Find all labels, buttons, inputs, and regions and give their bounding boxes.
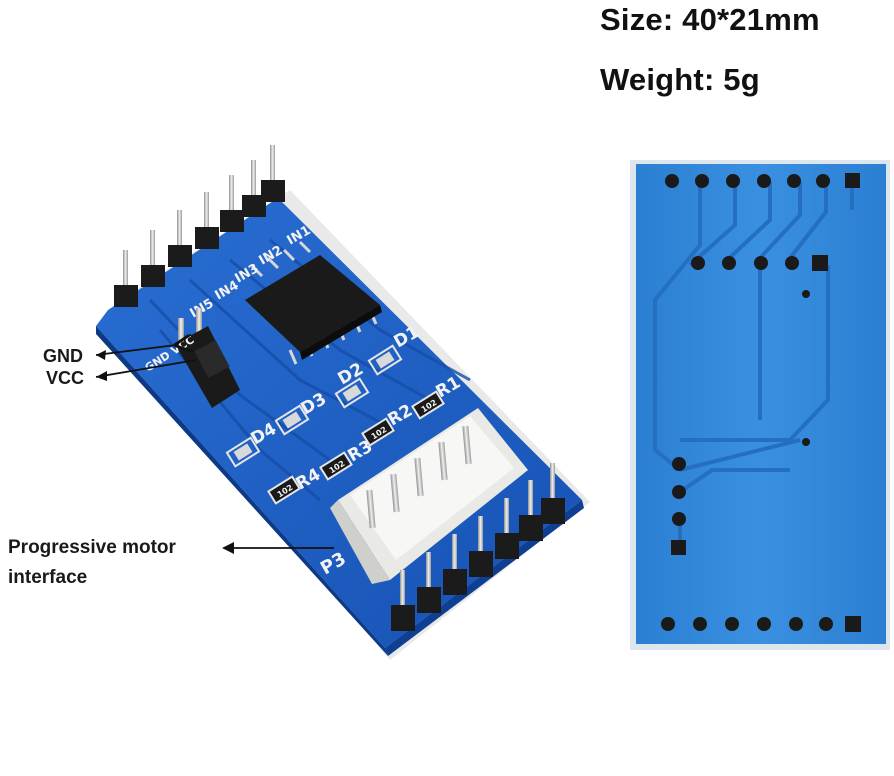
motor-connector: P3	[317, 408, 528, 584]
motor-interface-callout-line1: Progressive motor	[8, 537, 176, 558]
vcc-arrow	[95, 359, 197, 378]
pcb-front-surface	[96, 198, 582, 648]
motor-interface-callout-line2: interface	[8, 567, 88, 588]
driver-ic-chip	[245, 240, 382, 365]
top-pin-header	[114, 145, 285, 307]
back-top-pins	[665, 173, 860, 188]
gnd-callout: GND	[43, 346, 83, 366]
gnd-arrow	[95, 345, 176, 356]
back-board	[630, 160, 890, 650]
arrow-heads	[96, 350, 234, 554]
back-middle-pins	[691, 255, 828, 298]
callout-arrows	[95, 345, 334, 549]
weight-spec: Weight: 5g	[600, 62, 760, 97]
back-bottom-pins	[661, 616, 861, 632]
vcc-callout: VCC	[46, 368, 85, 388]
size-spec: Size: 40*21mm	[600, 2, 820, 37]
bottom-pin-header	[391, 463, 565, 631]
front-board: IN1 IN2 IN3 IN4 IN5 GND VCC D1 D2 D3 D4	[96, 145, 590, 660]
back-side-pins	[671, 438, 810, 555]
